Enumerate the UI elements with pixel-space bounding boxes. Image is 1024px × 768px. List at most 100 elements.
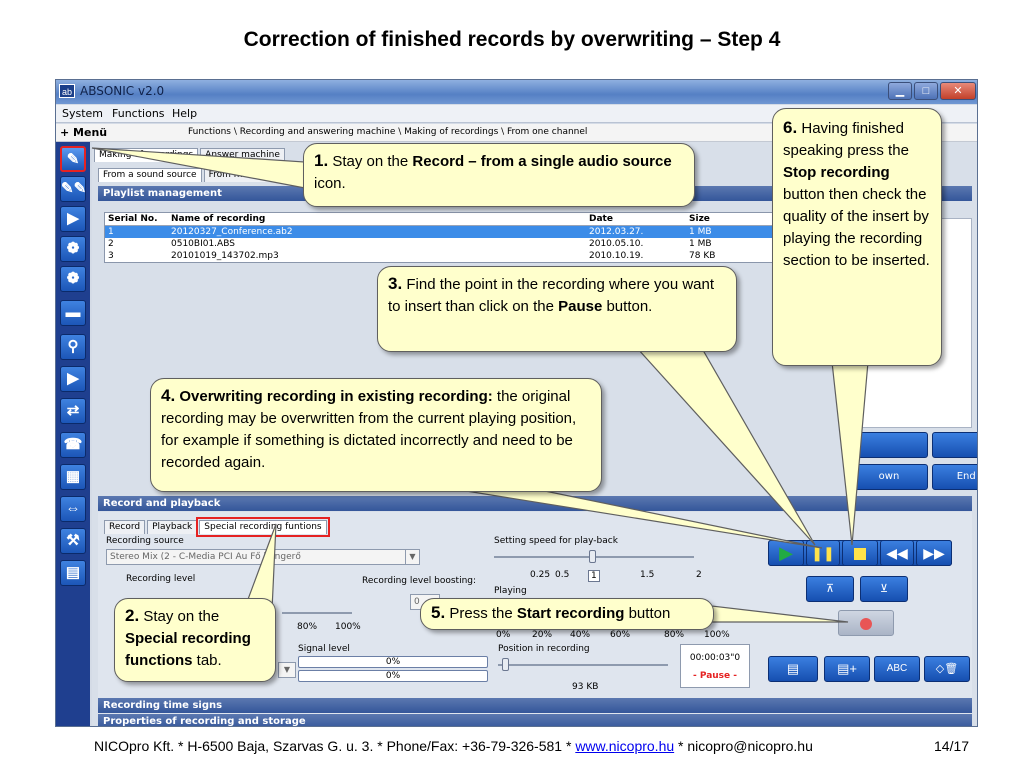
search-icon[interactable]: ⚲ bbox=[60, 334, 86, 360]
play-icon[interactable]: ▶ bbox=[60, 206, 86, 232]
table-row[interactable]: 2 0510BI01.ABS 2010.05.10. 1 MB bbox=[105, 238, 773, 250]
mark-end-button[interactable]: ⊻ bbox=[860, 576, 908, 602]
mark-start-button[interactable]: ⊼ bbox=[806, 576, 854, 602]
position-slider-knob[interactable] bbox=[502, 658, 509, 671]
callout-5-post: button bbox=[624, 605, 671, 622]
tab-playback[interactable]: Playback bbox=[147, 520, 198, 534]
chevron-down-icon[interactable]: ▼ bbox=[405, 550, 419, 564]
signal-bar-left: 0% bbox=[298, 656, 488, 668]
signal-level-label: Signal level bbox=[298, 644, 350, 654]
window-title: ABSONIC v2.0 bbox=[80, 84, 165, 98]
speed-label: Setting speed for play-back bbox=[494, 536, 618, 546]
folder-icon[interactable]: ▬ bbox=[60, 300, 86, 326]
callout-6-number: 6. bbox=[783, 118, 798, 137]
recording-level-slider[interactable] bbox=[282, 612, 352, 614]
playing-tick-60: 60% bbox=[610, 630, 631, 640]
page-number: 14/17 bbox=[934, 738, 970, 754]
menu-bar: System Functions Help bbox=[56, 105, 977, 123]
speed-tick-1: 1 bbox=[588, 570, 600, 582]
callout-6-pre: Having finished speaking press the bbox=[783, 120, 909, 159]
close-button[interactable]: ✕ bbox=[940, 82, 976, 100]
column-date[interactable]: Date bbox=[589, 214, 613, 224]
play-button[interactable]: ▶ bbox=[768, 540, 804, 566]
footer-text-after: * nicopro@nicopro.hu bbox=[674, 738, 813, 754]
menu-system[interactable]: System bbox=[62, 107, 104, 120]
phone-icon[interactable]: ☎ bbox=[60, 432, 86, 458]
nav-start-button[interactable] bbox=[932, 432, 977, 458]
rewind-button[interactable]: ◀◀ bbox=[880, 540, 914, 566]
delete-button[interactable]: ◇🗑 bbox=[924, 656, 970, 682]
callout-2-pre: Stay on the bbox=[139, 608, 220, 625]
list-button[interactable]: ▤ bbox=[768, 656, 818, 682]
callout-6-bold: Stop recording bbox=[783, 164, 890, 181]
tab-making-of-recordings[interactable]: Making of recordings bbox=[94, 148, 199, 162]
row-size: 1 MB bbox=[689, 239, 712, 249]
tab-special-recording-functions[interactable]: Special recording funtions bbox=[196, 517, 330, 537]
row-name: 20101019_143702.mp3 bbox=[171, 251, 279, 261]
level-boost-label: Recording level boosting: bbox=[362, 576, 477, 586]
wrench-icon[interactable]: ⚒ bbox=[60, 528, 86, 554]
signal-bar-right: 0% bbox=[298, 670, 488, 682]
recording-source-select[interactable]: Stereo Mix (2 - C-Media PCI Au Fő hanger… bbox=[106, 549, 420, 565]
level-tick-80: 80% bbox=[297, 622, 318, 632]
arrows-icon[interactable]: ⇔ bbox=[60, 496, 86, 522]
position-slider[interactable] bbox=[498, 664, 668, 666]
speed-slider-knob[interactable] bbox=[589, 550, 596, 563]
menu-help[interactable]: Help bbox=[172, 107, 198, 120]
speed-tick-2: 2 bbox=[696, 570, 702, 580]
row-serial: 1 bbox=[108, 227, 114, 237]
rename-button[interactable]: ABC bbox=[874, 656, 920, 682]
nav-up-button[interactable] bbox=[850, 432, 928, 458]
speed-tick-025: 0.25 bbox=[530, 570, 551, 580]
website-link[interactable]: www.nicopro.hu bbox=[575, 738, 675, 754]
level-boost-value: 0 bbox=[414, 597, 420, 607]
recording-time-signs-header[interactable]: Recording time signs bbox=[98, 698, 972, 713]
table-row[interactable]: 3 20101019_143702.mp3 2010.10.19. 78 KB bbox=[105, 250, 773, 262]
record-multi-source-icon[interactable]: ✎✎ bbox=[60, 176, 86, 202]
menu-toggle[interactable]: + Menü bbox=[60, 126, 108, 139]
calculator-icon[interactable]: ▦ bbox=[60, 464, 86, 490]
pause-button[interactable]: ❚❚ bbox=[806, 540, 840, 566]
column-name[interactable]: Name of recording bbox=[171, 214, 266, 224]
column-serial-no[interactable]: Serial No. bbox=[108, 214, 158, 224]
tab-record[interactable]: Record bbox=[104, 520, 146, 534]
nav-down-label: own bbox=[878, 471, 900, 482]
stop-button[interactable] bbox=[842, 540, 878, 566]
recording-level-label: Recording level bbox=[126, 574, 196, 584]
record-single-source-icon[interactable]: ✎ bbox=[60, 146, 86, 172]
playing-tick-20: 20% bbox=[532, 630, 553, 640]
signal-select[interactable]: ▼ bbox=[278, 662, 296, 678]
maximize-button[interactable]: □ bbox=[914, 82, 938, 100]
fast-forward-button[interactable]: ▶▶ bbox=[916, 540, 952, 566]
footer: NICOpro Kft. * H-6500 Baja, Szarvas G. u… bbox=[0, 738, 1024, 758]
row-name: 0510BI01.ABS bbox=[171, 239, 235, 249]
film-multi-icon[interactable]: ❁ bbox=[60, 266, 86, 292]
properties-header[interactable]: Properties of recording and storage bbox=[98, 714, 972, 726]
table-row[interactable]: 1 20120327_Conference.ab2 2012.03.27. 1 … bbox=[105, 226, 773, 238]
menu-functions[interactable]: Functions bbox=[112, 107, 165, 120]
start-recording-button[interactable] bbox=[838, 610, 894, 636]
minimize-button[interactable]: ▁ bbox=[888, 82, 912, 100]
add-to-list-button[interactable]: ▤+ bbox=[824, 656, 870, 682]
signal-value-right: 0% bbox=[385, 671, 401, 681]
tab-answer-machine[interactable]: Answer machine bbox=[200, 148, 285, 162]
nav-end-button[interactable]: End ➜ bbox=[932, 464, 977, 490]
transfer-icon[interactable]: ⇄ bbox=[60, 398, 86, 424]
nav-down-button[interactable]: own bbox=[850, 464, 928, 490]
play-icon-2[interactable]: ▶ bbox=[60, 366, 86, 392]
callout-1-number: 1. bbox=[314, 151, 329, 170]
row-name: 20120327_Conference.ab2 bbox=[171, 227, 293, 237]
chevron-down-icon[interactable]: ▼ bbox=[283, 665, 291, 674]
film-icon[interactable]: ❁ bbox=[60, 236, 86, 262]
callout-1-pre: Stay on the bbox=[328, 153, 413, 170]
tab-from-a-sound-source[interactable]: From a sound source bbox=[98, 168, 202, 182]
left-toolbar: ✎ ✎✎ ▶ ❁ ❁ ▬ ⚲ ▶ ⇄ ☎ ▦ ⇔ ⚒ ▤ bbox=[56, 142, 90, 726]
title-bar: ab ABSONIC v2.0 ▁ □ ✕ bbox=[56, 80, 977, 104]
book-icon[interactable]: ▤ bbox=[60, 560, 86, 586]
column-size[interactable]: Size bbox=[689, 214, 710, 224]
callout-step-5: 5. Press the Start recording button bbox=[420, 598, 714, 630]
row-date: 2010.05.10. bbox=[589, 239, 644, 249]
